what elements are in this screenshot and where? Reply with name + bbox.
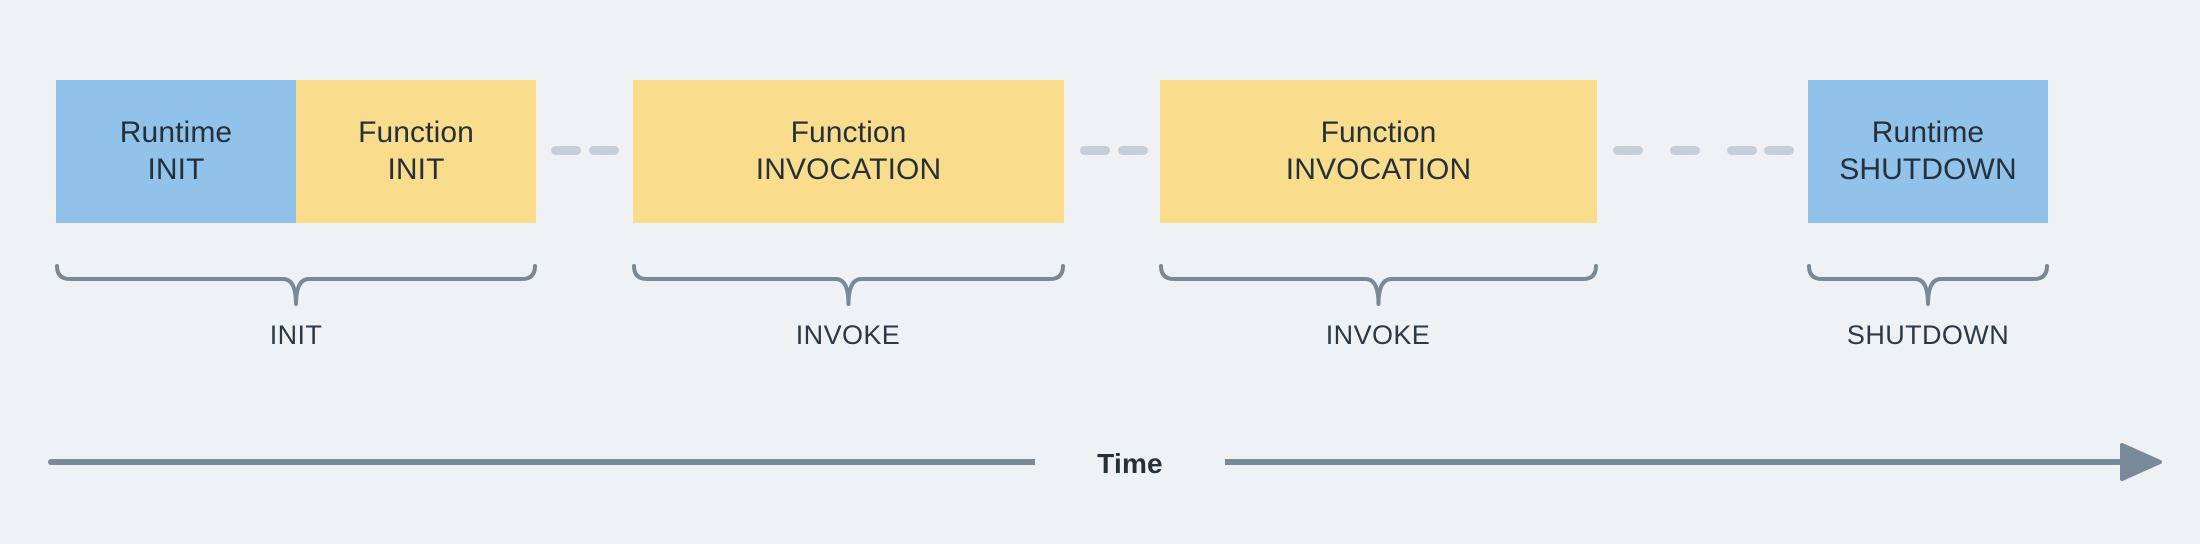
dash-segment	[589, 146, 619, 155]
time-axis-label: Time	[1035, 444, 1225, 486]
dashed-connector-3	[1613, 146, 1794, 155]
phase-box-line2: INIT	[387, 152, 445, 186]
group-label-invoke-1: INVOKE	[795, 320, 901, 350]
curly-brace-shutdown	[1808, 262, 2048, 308]
dashed-connector-2	[1080, 146, 1148, 155]
phase-box-runtime-init: Runtime INIT	[56, 80, 296, 223]
dash-segment	[1764, 146, 1794, 155]
phase-box-function-init: Function INIT	[296, 80, 536, 223]
dash-segment	[1080, 146, 1110, 155]
curly-brace-invoke-1	[633, 262, 1064, 308]
phase-box-function-invocation-1: Function INVOCATION	[633, 80, 1064, 223]
group-label-init: INIT	[269, 320, 323, 350]
phase-box-line1: Function	[1320, 115, 1437, 149]
phase-box-runtime-shutdown: Runtime SHUTDOWN	[1808, 80, 2048, 223]
dash-segment	[1118, 146, 1148, 155]
phase-box-line1: Runtime	[119, 115, 233, 149]
phase-box-line2: SHUTDOWN	[1839, 152, 2017, 186]
phase-box-line2: INVOCATION	[1285, 152, 1472, 186]
dash-segment	[1727, 146, 1757, 155]
dash-segment	[551, 146, 581, 155]
dash-segment	[1670, 146, 1700, 155]
dashed-connector-1	[551, 146, 619, 155]
phase-box-line1: Function	[790, 115, 907, 149]
time-axis-arrowhead	[2120, 443, 2162, 481]
phase-box-line1: Runtime	[1871, 115, 1985, 149]
phase-box-function-invocation-2: Function INVOCATION	[1160, 80, 1597, 223]
curly-brace-invoke-2	[1160, 262, 1597, 308]
curly-brace-init	[56, 262, 536, 308]
dash-segment	[1613, 146, 1643, 155]
phase-box-line1: Function	[358, 115, 474, 149]
phase-box-line2: INIT	[147, 152, 205, 186]
group-label-invoke-2: INVOKE	[1325, 320, 1431, 350]
phase-box-line2: INVOCATION	[755, 152, 942, 186]
group-label-shutdown: SHUTDOWN	[1846, 320, 2010, 350]
